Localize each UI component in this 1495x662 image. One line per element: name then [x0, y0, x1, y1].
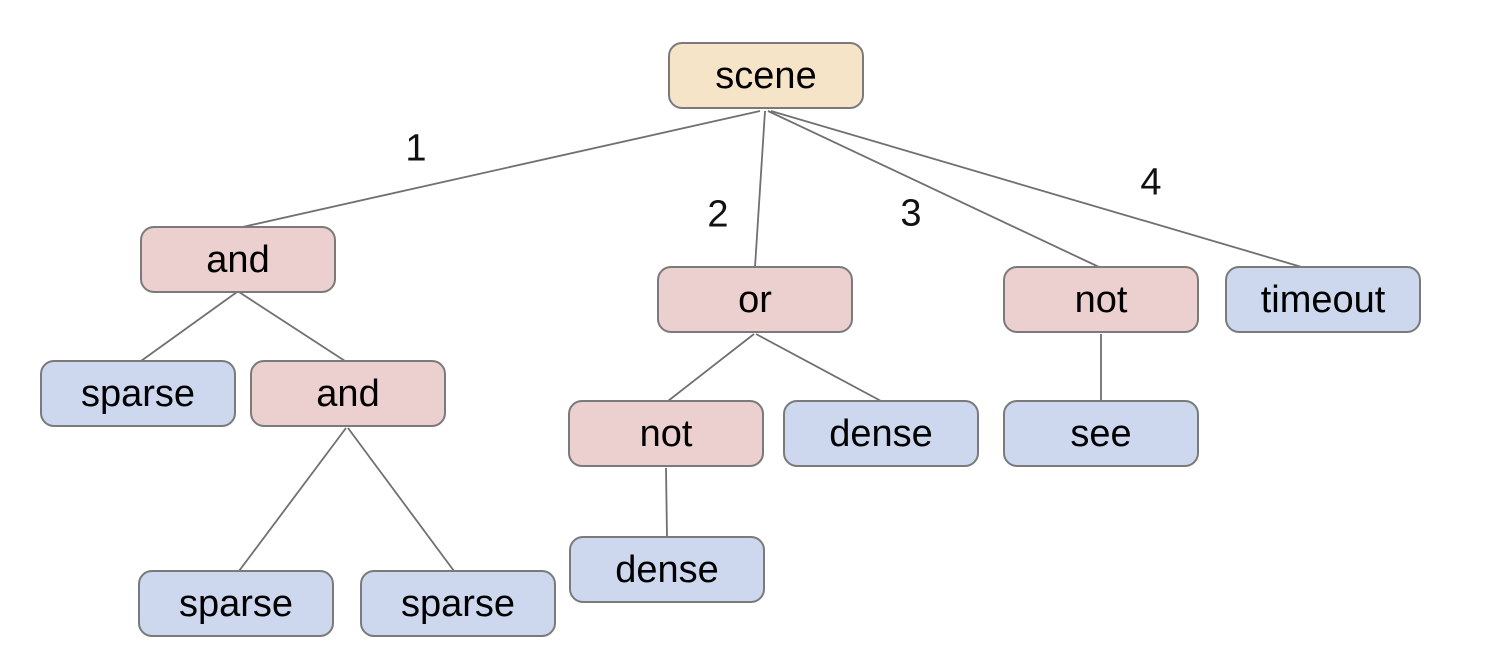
edge-label-3: 3	[900, 192, 922, 235]
edge-or-1-to-dense-1	[755, 333, 882, 402]
edge-and-2-to-sparse-2	[238, 427, 347, 572]
node-dense-2: dense	[569, 536, 765, 603]
edge-scene-to-and-1	[237, 110, 761, 229]
node-see: see	[1003, 400, 1199, 467]
node-not-1: not	[1003, 266, 1199, 333]
edge-scene-to-or-1	[754, 110, 766, 268]
node-timeout: timeout	[1225, 266, 1421, 333]
node-or-1: or	[657, 266, 853, 333]
edge-or-1-to-not-2	[667, 333, 755, 402]
edge-label-4: 4	[1140, 161, 1162, 204]
edge-scene-to-timeout	[770, 110, 1306, 269]
node-scene: scene	[668, 42, 864, 109]
edge-scene-to-not-1	[767, 110, 1100, 268]
node-and-1: and	[140, 226, 336, 293]
edge-label-1: 1	[405, 127, 427, 170]
node-and-2: and	[250, 360, 446, 427]
node-sparse-1: sparse	[40, 360, 236, 427]
edge-and-1-to-and-2	[238, 291, 346, 362]
edge-and-1-to-sparse-1	[140, 291, 238, 362]
node-not-2: not	[568, 400, 764, 467]
node-sparse-3: sparse	[360, 570, 556, 637]
edge-label-2: 2	[707, 193, 729, 236]
edge-and-2-to-sparse-3	[347, 427, 455, 572]
node-sparse-2: sparse	[138, 570, 334, 637]
edge-not-2-to-dense-2	[665, 467, 668, 538]
node-dense-1: dense	[783, 400, 979, 467]
